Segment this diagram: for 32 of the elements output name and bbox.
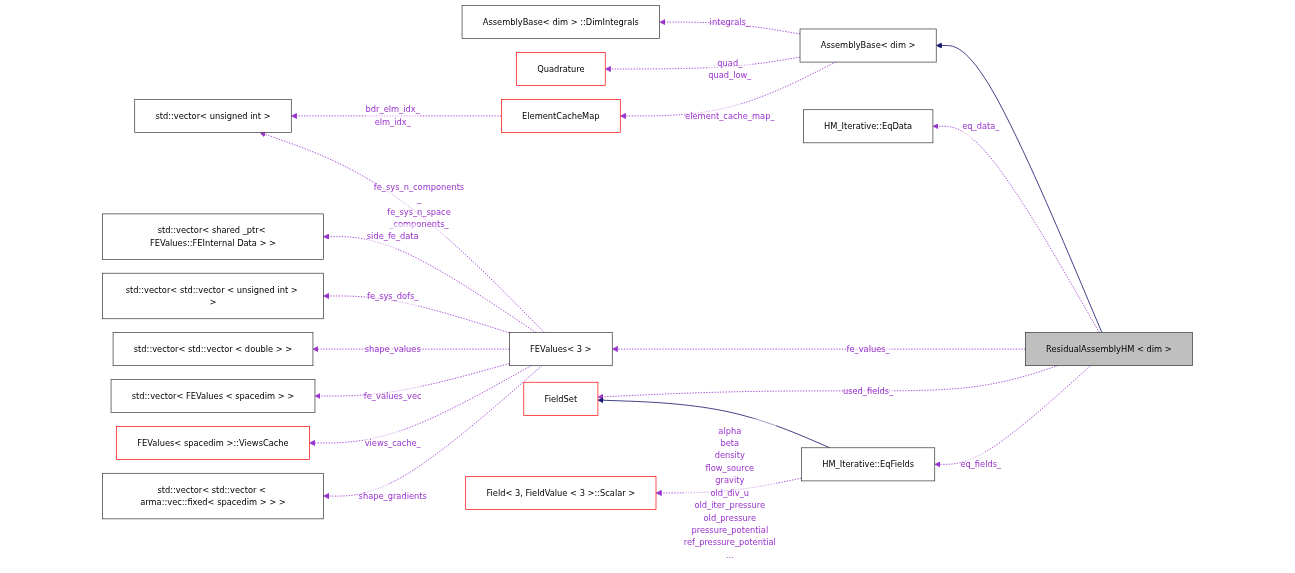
edge-label: fe_values_vec bbox=[363, 391, 422, 401]
node-box: std::vector< std::vector < arma::vec::fixed< spacedim > > > bbox=[102, 472, 324, 520]
node-box: std::vector< unsigned int > bbox=[134, 99, 292, 133]
node-box: AssemblyBase< dim > bbox=[799, 28, 937, 63]
node-box: std::vector< std::vector < unsigned int > > bbox=[102, 272, 324, 320]
edge-label: integrals_ bbox=[709, 17, 751, 27]
edge-label: side_fe_data bbox=[366, 231, 419, 242]
node-box: FEValues< spacedim >::ViewsCache bbox=[116, 426, 310, 460]
node-box: FEValues< 3 > bbox=[509, 332, 613, 366]
edge-label: views_cache_ bbox=[364, 438, 421, 448]
edge-label: bdr_elm_idx_ elm_idx_ bbox=[365, 104, 420, 127]
node-box: std::vector< shared _ptr< FEValues::FEInternal Data > > bbox=[102, 213, 324, 260]
edge-label: alpha beta density flow_source gravity old_div_u old_iter_pressure old_pressure pressure_potential ref_pressure_potential ... bbox=[683, 426, 776, 560]
node-box: ElementCacheMap bbox=[501, 99, 621, 133]
node-box: std::vector< std::vector < double > > bbox=[112, 332, 314, 366]
node-box: Field< 3, FieldValue < 3 >::Scalar > bbox=[465, 476, 657, 510]
node-box: FieldSet bbox=[523, 381, 599, 416]
edge-label: eq_fields_ bbox=[960, 459, 1002, 470]
node-box: ResidualAssemblyHM < dim > bbox=[1025, 332, 1193, 366]
edge-label: used_fields_ bbox=[842, 386, 894, 396]
edge-label: fe_sys_dofs_ bbox=[366, 291, 419, 301]
edge-label: eq_data_ bbox=[962, 121, 1000, 132]
edge-label: quad_ quad_low_ bbox=[708, 57, 752, 81]
node-box: HM_Iterative::EqFields bbox=[801, 447, 936, 482]
edge-label: element_cache_map_ bbox=[685, 111, 775, 121]
node-box: AssemblyBase< dim > ::DimIntegrals bbox=[461, 5, 660, 39]
node-box: std::vector< FEValues < spacedim > > bbox=[110, 379, 316, 413]
node-box: HM_Iterative::EqData bbox=[803, 109, 934, 144]
edge-label: shape_values bbox=[364, 344, 421, 354]
node-box: Quadrature bbox=[516, 52, 606, 86]
edge-label: fe_values_ bbox=[846, 344, 890, 354]
edge-label: shape_gradients bbox=[358, 491, 427, 501]
